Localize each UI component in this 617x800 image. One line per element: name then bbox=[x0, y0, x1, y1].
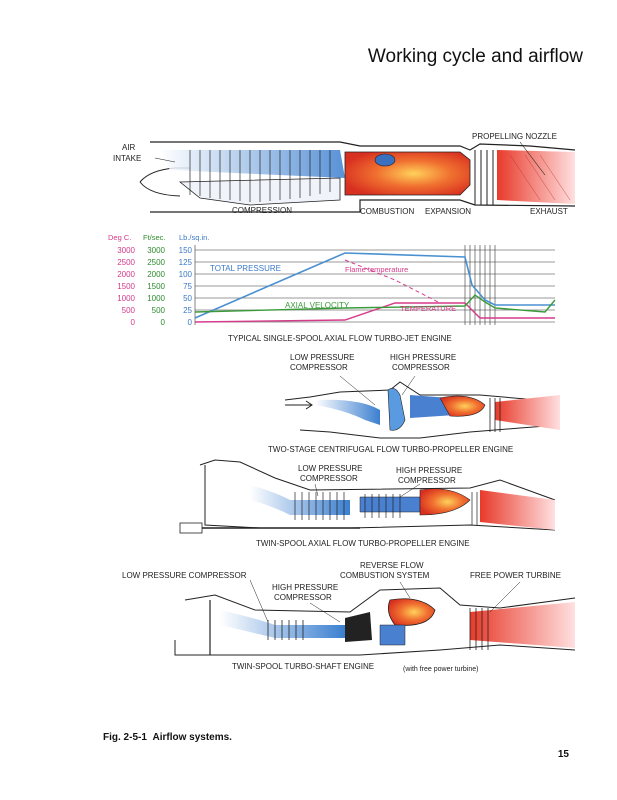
chart-grid bbox=[194, 245, 555, 325]
figure-number: Fig. 2-5-1 bbox=[103, 732, 147, 743]
twin-spool-turboprop-caption: TWIN-SPOOL AXIAL FLOW TURBO-PROPELLER EN… bbox=[256, 539, 470, 548]
hp-label-2: COMPRESSOR bbox=[398, 476, 456, 485]
figure-caption-text: Airflow systems. bbox=[152, 732, 232, 743]
vel-tick: 1000 bbox=[147, 294, 165, 303]
flame-temperature-line bbox=[344, 259, 441, 304]
lp-label-2: COMPRESSOR bbox=[300, 474, 358, 483]
lp-compressor-label: LOW PRESSURE COMPRESSOR bbox=[122, 571, 247, 580]
propelling-nozzle-label: PROPELLING NOZZLE bbox=[472, 132, 557, 141]
total-pressure-label: TOTAL PRESSURE bbox=[210, 264, 281, 273]
press-tick: 125 bbox=[179, 258, 193, 267]
compression-label: COMPRESSION bbox=[232, 206, 292, 215]
temp-tick: 2000 bbox=[117, 270, 135, 279]
turbojet-engine: AIR INTAKE PROPELLING NOZZLE COMPRESSION… bbox=[113, 132, 576, 216]
expansion-label: EXPANSION bbox=[425, 207, 471, 216]
vel-tick: 2500 bbox=[147, 258, 165, 267]
combustion-system-label: COMBUSTION SYSTEM bbox=[340, 571, 430, 580]
turbojet-caption: TYPICAL SINGLE-SPOOL AXIAL FLOW TURBO-JE… bbox=[228, 334, 452, 343]
hp-label-2: COMPRESSOR bbox=[274, 593, 332, 602]
air-intake-label-2: INTAKE bbox=[113, 154, 141, 163]
press-tick: 0 bbox=[188, 318, 193, 327]
press-units: Lb./sq.in. bbox=[179, 233, 209, 242]
free-power-turbine-label: FREE POWER TURBINE bbox=[470, 571, 561, 580]
figure-caption: Fig. 2-5-1 Airflow systems. bbox=[103, 732, 232, 743]
centrifugal-turboprop: LOW PRESSURE COMPRESSOR HIGH PRESSURE CO… bbox=[268, 353, 561, 454]
press-tick: 50 bbox=[183, 294, 192, 303]
combustion-label: COMBUSTION bbox=[360, 207, 414, 216]
press-tick: 150 bbox=[179, 246, 193, 255]
twin-spool-turboshaft: REVERSE FLOW COMBUSTION SYSTEM LOW PRESS… bbox=[122, 561, 576, 673]
lp-label: LOW PRESSURE bbox=[290, 353, 354, 362]
temperature-label: TEMPERATURE bbox=[400, 304, 456, 313]
lp-label: LOW PRESSURE bbox=[298, 464, 362, 473]
cycle-chart: Deg C. Ft/sec. Lb./sq.in. 3000 2500 2000… bbox=[108, 233, 556, 343]
temperature-line bbox=[194, 302, 555, 323]
compressor-blades bbox=[189, 150, 331, 202]
hp-label: HIGH PRESSURE bbox=[396, 466, 462, 475]
temp-units: Deg C. bbox=[108, 233, 131, 242]
vel-units: Ft/sec. bbox=[143, 233, 166, 242]
vel-tick: 1500 bbox=[147, 282, 165, 291]
press-tick: 75 bbox=[183, 282, 192, 291]
total-pressure-line bbox=[194, 252, 555, 319]
page-title: Working cycle and airflow bbox=[367, 46, 583, 67]
centrifugal-caption: TWO-STAGE CENTRIFUGAL FLOW TURBO-PROPELL… bbox=[268, 445, 513, 454]
axial-velocity-label: AXIAL VELOCITY bbox=[285, 301, 350, 310]
turboshaft-caption-2: (with free power turbine) bbox=[403, 666, 478, 673]
exhaust-label: EXHAUST bbox=[530, 207, 568, 216]
press-tick: 25 bbox=[183, 306, 192, 315]
hp-label-2: COMPRESSOR bbox=[392, 363, 450, 372]
hp-label: HIGH PRESSURE bbox=[272, 583, 338, 592]
flame-temperature-label: Flame temperature bbox=[345, 265, 408, 274]
temp-tick: 500 bbox=[122, 306, 136, 315]
lp-label-2: COMPRESSOR bbox=[290, 363, 348, 372]
press-tick: 100 bbox=[179, 270, 193, 279]
air-intake-label: AIR bbox=[122, 143, 136, 152]
temp-tick: 2500 bbox=[117, 258, 135, 267]
turboshaft-caption: TWIN-SPOOL TURBO-SHAFT ENGINE bbox=[232, 662, 374, 671]
hp-label: HIGH PRESSURE bbox=[390, 353, 456, 362]
twin-spool-turboprop: LOW PRESSURE COMPRESSOR HIGH PRESSURE CO… bbox=[179, 459, 556, 548]
temp-tick: 3000 bbox=[117, 246, 135, 255]
temp-tick: 1500 bbox=[117, 282, 135, 291]
axial-velocity-line bbox=[194, 294, 556, 313]
vel-tick: 2000 bbox=[147, 270, 165, 279]
page-number: 15 bbox=[557, 749, 569, 760]
vel-tick: 3000 bbox=[147, 246, 165, 255]
vel-tick: 500 bbox=[152, 306, 166, 315]
temp-tick: 0 bbox=[131, 318, 136, 327]
reverse-flow-label: REVERSE FLOW bbox=[360, 561, 424, 570]
temp-tick: 1000 bbox=[117, 294, 135, 303]
vel-tick: 0 bbox=[161, 318, 166, 327]
